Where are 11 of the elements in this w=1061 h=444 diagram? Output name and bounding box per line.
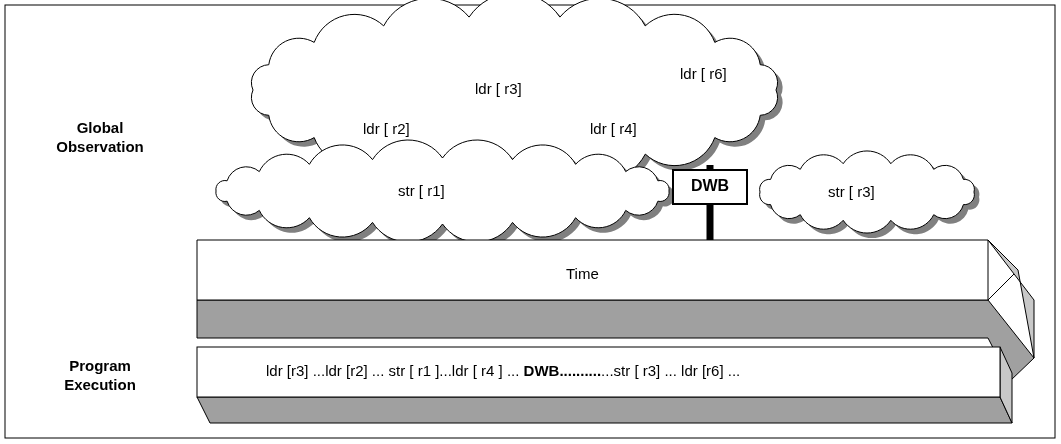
instruction-label: ldr [ r3] bbox=[475, 80, 522, 97]
instruction-label: str [ r3] bbox=[828, 183, 875, 200]
row-label: Program Execution bbox=[63, 356, 137, 394]
instruction-sequence: ldr [r3] ...ldr [r2] ... str [ r1 ]...ldr [ r4 ] ... DWB.............str [ r3] ... ldr [r6] ... bbox=[266, 362, 741, 379]
instruction-label: ldr [ r2] bbox=[363, 120, 410, 137]
barrier-label: DWB bbox=[689, 177, 731, 195]
instruction-label: ldr [ r6] bbox=[680, 65, 727, 82]
instruction-label: str [ r1] bbox=[398, 182, 445, 199]
row-label: Global Observation bbox=[55, 118, 145, 156]
axis-label: Time bbox=[566, 265, 599, 282]
instruction-label: ldr [ r4] bbox=[590, 120, 637, 137]
